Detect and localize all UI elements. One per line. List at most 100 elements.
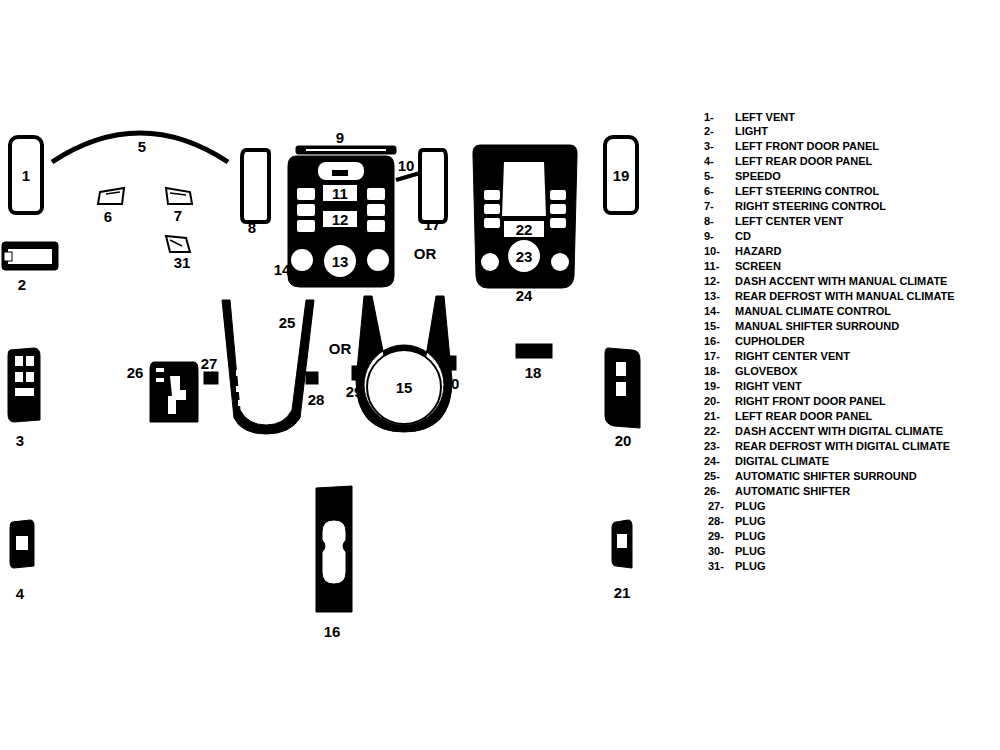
key-number: 9- <box>704 231 714 242</box>
callout-number: OR <box>414 246 437 261</box>
part-name: LEFT STEERING CONTROL <box>735 186 879 197</box>
kit-piece <box>296 146 396 154</box>
part-name: CUPHOLDER <box>735 336 805 347</box>
key-number: 17- <box>704 351 720 362</box>
callout-number: 11 <box>332 186 348 201</box>
key-number: 19- <box>704 381 720 392</box>
part-name: SPEEDO <box>735 171 781 182</box>
kit-piece <box>150 362 198 422</box>
part-name: RIGHT VENT <box>735 381 802 392</box>
callout-number: 7 <box>174 208 182 223</box>
key-number: 13- <box>704 291 720 302</box>
callout-number: 22 <box>516 222 533 237</box>
kit-piece <box>550 204 566 214</box>
callout-number: 21 <box>614 585 631 600</box>
kit-piece <box>170 240 182 246</box>
callout-number: 18 <box>525 365 542 380</box>
part-name: REAR DEFROST WITH MANUAL CLIMATE <box>735 291 955 302</box>
kit-piece <box>318 162 364 180</box>
kit-piece <box>306 372 318 384</box>
callout-number: 1 <box>22 168 30 183</box>
kit-piece <box>612 520 632 568</box>
kit-piece <box>367 204 385 216</box>
key-number: 3- <box>704 141 714 152</box>
kit-piece <box>236 386 242 392</box>
kit-piece <box>170 193 186 195</box>
kit-piece <box>516 344 552 358</box>
callout-number: 30 <box>443 376 460 391</box>
kit-piece <box>446 356 456 370</box>
callout-number: 14 <box>274 262 291 277</box>
kit-piece <box>52 133 228 162</box>
kit-piece <box>2 133 640 612</box>
kit-piece <box>15 388 34 396</box>
kit-piece <box>2 242 58 270</box>
kit-piece <box>617 534 627 548</box>
callout-number: 8 <box>248 220 256 235</box>
part-name: RIGHT CENTER VENT <box>735 351 850 362</box>
cutout-piece: 15 <box>366 349 442 425</box>
kit-piece <box>236 370 242 376</box>
callout-number: 9 <box>336 130 344 145</box>
part-name: RIGHT FRONT DOOR PANEL <box>735 396 886 407</box>
callout-number: 3 <box>16 433 24 448</box>
kit-piece <box>605 348 640 428</box>
kit-piece <box>484 190 500 200</box>
kit-piece <box>15 372 23 382</box>
callout-number: 4 <box>16 586 24 601</box>
key-number: 16- <box>704 336 720 347</box>
kit-piece <box>288 370 294 376</box>
callout-number: 20 <box>615 433 632 448</box>
key-number: 23- <box>704 441 720 452</box>
key-number: 18- <box>704 366 720 377</box>
callout-number: 16 <box>324 624 341 639</box>
part-name: PLUG <box>735 501 766 512</box>
key-number: 10- <box>704 246 720 257</box>
part-name: DASH ACCENT WITH MANUAL CLIMATE <box>735 276 947 287</box>
part-name: RIGHT STEERING CONTROL <box>735 201 886 212</box>
key-number: 4- <box>704 156 714 167</box>
part-name: GLOVEBOX <box>735 366 797 377</box>
key-number: 22- <box>704 426 720 437</box>
kit-piece <box>15 356 23 366</box>
callout-number: 27 <box>201 356 218 371</box>
callout-number: 15 <box>396 380 413 395</box>
kit-piece <box>238 400 244 406</box>
cutout-piece: 23 <box>506 238 542 274</box>
kit-piece <box>106 192 120 194</box>
key-number: 6- <box>704 186 714 197</box>
kit-piece <box>297 188 315 200</box>
kit-piece <box>481 253 499 271</box>
kit-piece <box>242 150 269 222</box>
kit-piece <box>168 376 186 414</box>
kit-piece <box>156 368 186 414</box>
key-number: 15- <box>704 321 720 332</box>
key-number: 27- <box>708 501 724 512</box>
kit-piece <box>166 188 192 204</box>
callout-number: 25 <box>279 315 296 330</box>
kit-piece <box>166 236 190 252</box>
kit-piece <box>4 252 12 261</box>
part-name: CD <box>735 231 751 242</box>
key-number: 1- <box>704 112 714 123</box>
key-number: 21- <box>704 411 720 422</box>
kit-piece <box>367 188 385 200</box>
kit-piece <box>8 249 52 264</box>
key-number: 5- <box>704 171 714 182</box>
kit-piece <box>15 356 34 396</box>
kit-piece <box>550 218 566 228</box>
key-number: 30- <box>708 546 724 557</box>
part-name: PLUG <box>735 561 766 572</box>
kit-piece <box>291 249 313 271</box>
part-name: AUTOMATIC SHIFTER SURROUND <box>735 471 917 482</box>
callout-number: 23 <box>516 249 533 264</box>
key-number: 24- <box>704 456 720 467</box>
kit-piece <box>616 382 626 396</box>
callout-number: 5 <box>138 139 146 154</box>
part-name: LEFT CENTER VENT <box>735 216 843 227</box>
key-number: 25- <box>704 471 720 482</box>
callout-number: 26 <box>127 365 144 380</box>
kit-piece <box>481 162 569 271</box>
key-number: 8- <box>704 216 714 227</box>
